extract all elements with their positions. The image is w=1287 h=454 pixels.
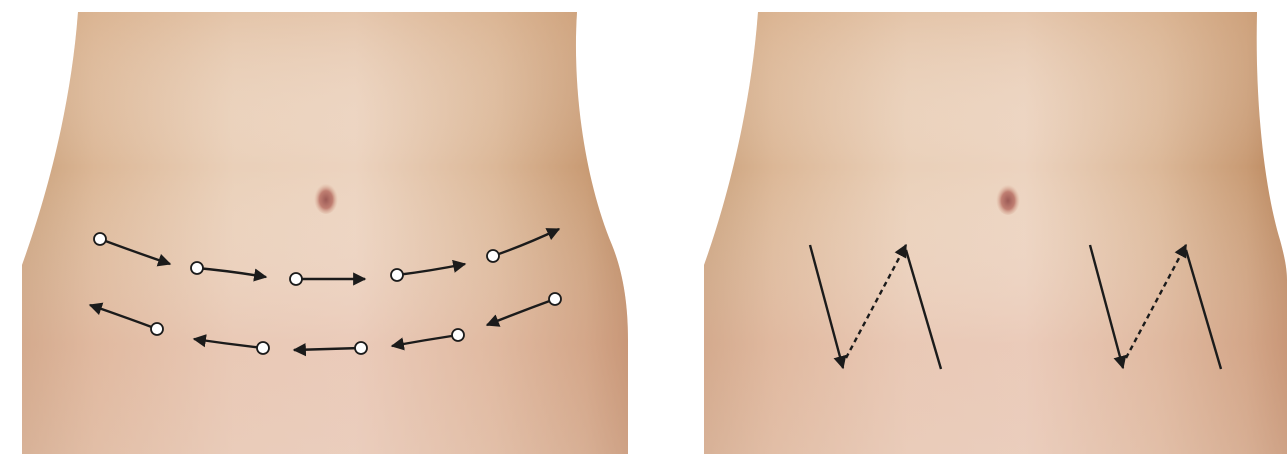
navel-icon [996, 183, 1020, 215]
start-dot-icon [290, 273, 302, 285]
start-dot-icon [257, 342, 269, 354]
start-dot-icon [391, 269, 403, 281]
torso-left-shade [22, 12, 628, 454]
horizontal-scan-panel [22, 12, 628, 454]
start-dot-icon [549, 293, 561, 305]
zigzag-scan-panel [704, 12, 1287, 454]
torso-right-shade [704, 12, 1287, 454]
start-dot-icon [191, 262, 203, 274]
start-dot-icon [94, 233, 106, 245]
start-dot-icon [151, 323, 163, 335]
start-dot-icon [355, 342, 367, 354]
navel-icon [314, 182, 338, 214]
start-dot-icon [452, 329, 464, 341]
start-dot-icon [487, 250, 499, 262]
